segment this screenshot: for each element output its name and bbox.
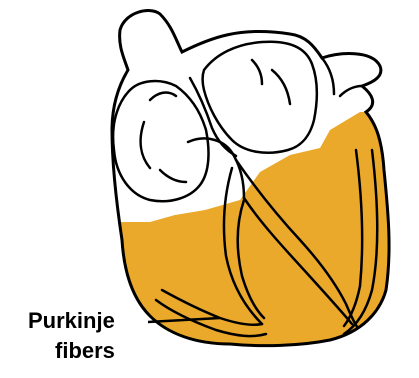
label-purkinje: Purkinje <box>28 308 115 333</box>
label-fibers: fibers <box>55 338 115 363</box>
